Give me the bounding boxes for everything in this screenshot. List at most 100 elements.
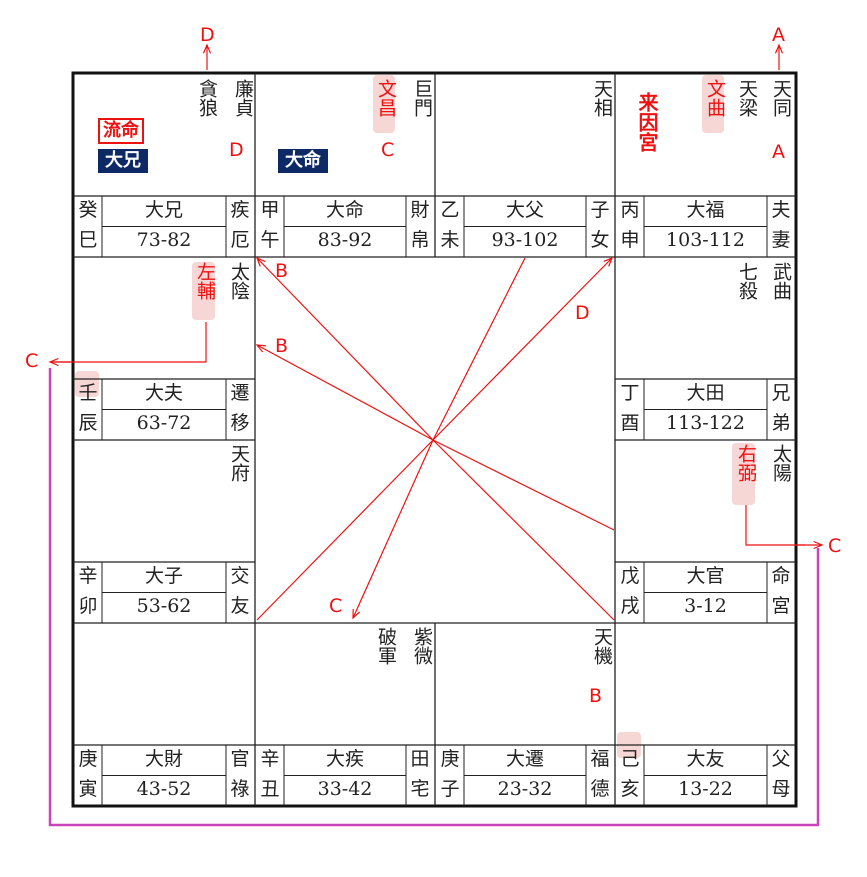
star-si_2: 貪狼 <box>196 79 218 117</box>
palace-name-b-chen: 移 <box>230 412 250 434</box>
palace-stem-zi: 庚 <box>440 748 460 770</box>
palace-branch-yin: 寅 <box>78 778 98 800</box>
palace-stem-wei: 乙 <box>440 199 460 221</box>
decade-range-chen: 63-72 <box>136 412 192 434</box>
palace-branch-mao: 卯 <box>78 595 98 617</box>
decade-range-yin: 43-52 <box>136 778 192 800</box>
decade-major-hai: 大友 <box>686 748 725 770</box>
daxiong-badge: 大兄 <box>98 149 148 173</box>
palace-name-a-zi: 福 <box>590 748 610 770</box>
decade-major-wu: 大命 <box>325 199 364 221</box>
zuofu-highlight <box>192 262 215 320</box>
star-chen_2: 左輔 <box>194 262 216 300</box>
decade-major-shen: 大福 <box>686 199 725 221</box>
palace-stem-chen: 壬 <box>78 382 98 404</box>
palace-branch-chen: 辰 <box>78 412 98 434</box>
zuofu-link <box>52 322 207 363</box>
arrow-c-bottom <box>352 439 434 619</box>
decade-major-yin: 大財 <box>144 748 183 770</box>
palace-name-b-hai: 母 <box>771 778 791 800</box>
laiyin-palace-label: 来因宮 <box>635 92 659 152</box>
decade-range-chou: 33-42 <box>317 778 373 800</box>
star-xu_1: 太陽 <box>770 444 792 482</box>
palace-stem-si: 癸 <box>78 199 98 221</box>
star-wei_1: 天相 <box>591 79 613 117</box>
star-wu_1: 巨門 <box>411 79 433 117</box>
decade-major-si: 大兄 <box>144 199 183 221</box>
palace-stem-wu: 甲 <box>260 199 280 221</box>
star-chou_1: 紫微 <box>411 627 433 665</box>
palace-stem-yin: 庚 <box>78 748 98 770</box>
palace-branch-wei: 未 <box>440 229 460 251</box>
palace-name-a-shen: 夫 <box>771 199 791 221</box>
decade-range-hai: 13-22 <box>678 778 733 800</box>
palace-name-b-xu: 宮 <box>771 595 791 617</box>
magenta-connector <box>48 368 820 827</box>
star-shen_2: 天梁 <box>736 79 758 117</box>
palace-name-a-wei: 子 <box>590 199 610 221</box>
palace-branch-hai: 亥 <box>620 778 640 800</box>
line-to-hai <box>432 439 615 621</box>
wenqu-highlight <box>702 75 724 133</box>
star-xu_2: 右弼 <box>735 444 757 482</box>
arrow-b-topleft <box>256 257 434 441</box>
decade-range-si: 73-82 <box>136 229 192 251</box>
palace-name-b-shen: 妻 <box>771 229 791 251</box>
palace-name-a-hai: 父 <box>771 748 791 770</box>
palace-branch-chou: 丑 <box>260 778 280 800</box>
annotation-ann_a_top: A <box>772 24 785 46</box>
arrow-c-right-head <box>813 540 824 550</box>
annotation-ann_d_si: D <box>229 139 244 161</box>
palace-branch-wu: 午 <box>260 229 280 251</box>
palace-name-a-chen: 遷 <box>230 382 250 404</box>
decade-major-chou: 大疾 <box>325 748 364 770</box>
star-chen_1: 太陰 <box>228 262 250 300</box>
arrow-c-left-head <box>48 357 59 367</box>
star-shen_1: 天同 <box>770 79 792 117</box>
palace-name-b-si: 厄 <box>230 229 250 251</box>
palace-branch-you: 酉 <box>620 412 640 434</box>
annotation-ann_d_mid: D <box>575 302 590 324</box>
palace-name-b-zi: 德 <box>590 778 610 800</box>
decade-major-chen: 大夫 <box>144 382 183 404</box>
palace-name-a-chou: 田 <box>410 748 430 770</box>
arrow-a-up-head <box>774 43 784 54</box>
palace-stem-mao: 辛 <box>78 565 98 587</box>
palace-branch-shen: 申 <box>620 229 640 251</box>
arrow-d-topright-head <box>603 256 614 267</box>
decade-range-zi: 23-32 <box>497 778 553 800</box>
annotation-ann_a_shen: A <box>772 141 785 163</box>
arrow-b-left-head <box>255 344 267 353</box>
star-chou_2: 破軍 <box>375 627 397 665</box>
star-zi_1: 天機 <box>591 627 613 665</box>
palace-name-b-chou: 宅 <box>410 778 430 800</box>
palace-name-b-mao: 友 <box>230 595 250 617</box>
annotation-ann_b1: B <box>275 260 289 282</box>
palace-name-b-wu: 帛 <box>410 229 430 251</box>
decade-range-xu: 3-12 <box>684 595 727 617</box>
palace-branch-xu: 戌 <box>620 595 640 617</box>
annotation-ann_c_right: C <box>828 535 842 557</box>
annotation-ann_b2: B <box>275 335 289 357</box>
palace-name-a-you: 兄 <box>771 382 791 404</box>
decade-major-you: 大田 <box>686 382 725 404</box>
ren-stem-highlight <box>75 371 99 397</box>
palace-name-a-yin: 官 <box>230 748 250 770</box>
line-to-chou <box>256 439 434 621</box>
decade-range-you: 113-122 <box>666 412 745 434</box>
palace-stem-xu: 戊 <box>620 565 640 587</box>
annotation-ann_c_left: C <box>25 350 39 372</box>
annotation-ann_b_zi: B <box>589 685 603 707</box>
star-you_1: 武曲 <box>770 262 792 300</box>
decade-major-wei: 大父 <box>505 199 544 221</box>
palace-name-a-mao: 交 <box>230 565 250 587</box>
palace-branch-zi: 子 <box>440 778 460 800</box>
decade-range-mao: 53-62 <box>136 595 192 617</box>
palace-name-b-yin: 祿 <box>230 778 250 800</box>
star-wu_2: 文昌 <box>375 79 397 117</box>
palace-branch-si: 巳 <box>78 229 98 251</box>
decade-major-mao: 大子 <box>144 565 183 587</box>
decade-range-wu: 83-92 <box>317 229 373 251</box>
